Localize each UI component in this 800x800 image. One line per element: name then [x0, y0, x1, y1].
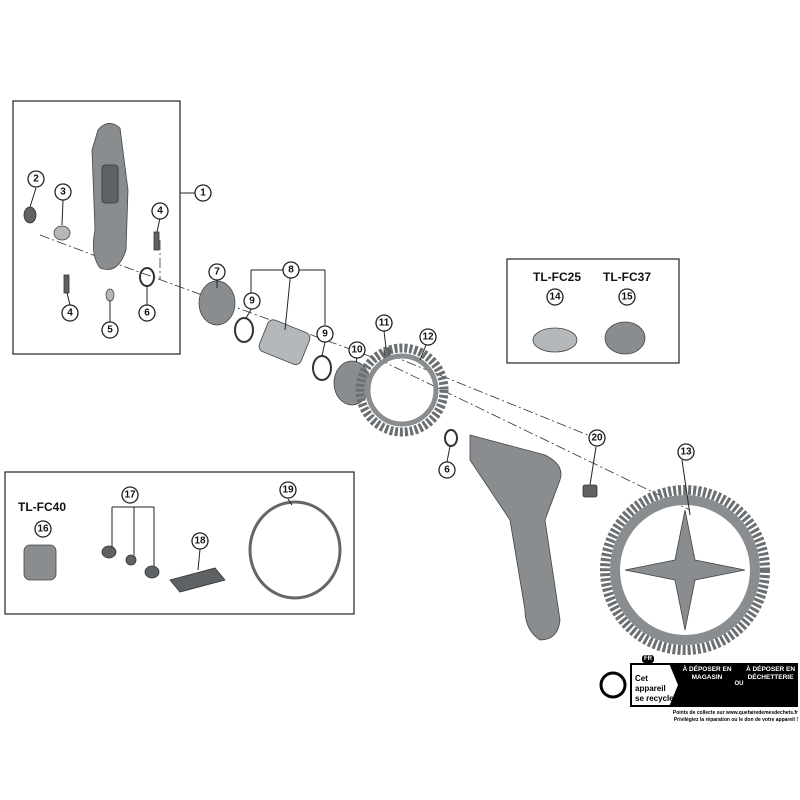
triman-recycle-label: Cet appareil se recycle À DÉPOSER EN MAG…: [600, 655, 798, 729]
callout-16: 16: [34, 520, 52, 538]
callout-6: 6: [138, 304, 156, 322]
inner-chainring-body: [365, 353, 439, 427]
callout-19: 19: [279, 481, 297, 499]
cover-part: [582, 484, 598, 498]
svg-text:6: 6: [144, 308, 150, 319]
svg-text:8: 8: [288, 265, 294, 276]
callout-10: 10: [348, 341, 366, 359]
outer-chainring-body: [610, 495, 760, 645]
tool-fc25-icon: [532, 327, 578, 353]
svg-text:10: 10: [351, 345, 363, 356]
callout-20: 20: [588, 429, 606, 447]
tool-fc40-icon: [23, 544, 57, 581]
plate-part: [169, 567, 226, 593]
safety-plate-part: [105, 288, 115, 302]
svg-text:12: 12: [422, 332, 434, 343]
recycle-footer1: Points de collecte sur www.quefairedemes…: [672, 710, 798, 716]
outer-chainring-spider: [624, 509, 746, 631]
crank-bolt-part-2: [63, 274, 70, 294]
tool-label-tl-fc37: TL-FC37: [603, 270, 651, 284]
svg-text:9: 9: [322, 329, 328, 340]
recycle-or: OU: [734, 681, 744, 687]
callout-13: 13: [677, 443, 695, 461]
svg-text:15: 15: [621, 292, 633, 303]
bb-spacer-left: [234, 317, 254, 343]
inner-chainring: [355, 343, 449, 437]
callout-7: 7: [208, 263, 226, 281]
svg-text:19: 19: [282, 485, 294, 496]
svg-text:20: 20: [591, 433, 603, 444]
outer-chainring: [600, 485, 770, 655]
cap-washer-part: [53, 225, 71, 241]
svg-text:9: 9: [249, 296, 255, 307]
o-ring-part: [139, 267, 155, 287]
callout-15: 15: [618, 288, 636, 306]
crank-cap-part: [23, 206, 37, 224]
svg-text:14: 14: [549, 292, 561, 303]
svg-text:4: 4: [67, 308, 73, 319]
o-ring-right: [444, 429, 458, 447]
bb-inner-sleeve: [258, 319, 311, 365]
tool-label-tl-fc40: TL-FC40: [18, 500, 66, 514]
svg-text:1: 1: [200, 188, 206, 199]
svg-text:11: 11: [379, 318, 390, 329]
bolt-axis-line: [389, 354, 601, 441]
svg-text:3: 3: [60, 187, 66, 198]
callout-12: 12: [419, 328, 437, 346]
recycle-option-dump: À DÉPOSER EN DÉCHETTERIE: [745, 666, 796, 681]
callout-2: 2: [27, 170, 45, 188]
callout-9b: 9: [316, 325, 334, 343]
callout-4b: 4: [61, 304, 79, 322]
recycle-country: FR: [642, 655, 654, 663]
axle-axis-line: [39, 234, 691, 511]
callout-9: 9: [243, 292, 261, 310]
recycle-footer2: Privilégiez la réparation ou le don de v…: [673, 717, 798, 723]
callout-8: 8: [282, 261, 300, 279]
callout-18: 18: [191, 532, 209, 550]
callout-3: 3: [54, 183, 72, 201]
recycle-line1: Cet appareil: [635, 674, 666, 693]
callout-4: 4: [151, 202, 169, 220]
callout-5: 5: [101, 321, 119, 339]
recycle-option-store: À DÉPOSER EN MAGASIN: [682, 666, 732, 681]
triman-icon: [599, 671, 627, 699]
svg-text:5: 5: [107, 325, 113, 336]
charging-cable-icon: [248, 500, 342, 600]
callout-14: 14: [546, 288, 564, 306]
callout-6b: 6: [438, 461, 456, 479]
bb-spacer-right: [312, 355, 332, 381]
svg-text:7: 7: [214, 267, 220, 278]
svg-text:18: 18: [194, 536, 206, 547]
svg-text:4: 4: [157, 206, 163, 217]
cap-part-c: [144, 565, 160, 579]
cap-part-a: [101, 545, 117, 559]
recycle-band: Cet appareil se recycle À DÉPOSER EN MAG…: [630, 663, 798, 707]
left-crank-group-box: [12, 100, 181, 355]
right-crank-arm: [469, 434, 562, 641]
svg-text:16: 16: [37, 524, 49, 535]
tool-fc37-icon: [604, 321, 646, 355]
callout-17: 17: [121, 486, 139, 504]
svg-text:6: 6: [444, 465, 450, 476]
cap-part-b: [125, 554, 137, 566]
svg-text:17: 17: [124, 490, 136, 501]
svg-text:13: 13: [680, 447, 692, 458]
power-meter-unit: [101, 164, 119, 204]
tool-box-fc40: [4, 471, 355, 615]
recycle-main-text: Cet appareil se recycle: [632, 665, 678, 705]
callout-1: 1: [194, 184, 212, 202]
svg-text:2: 2: [33, 174, 39, 185]
recycle-line2: se recycle: [635, 694, 674, 703]
tool-label-tl-fc25: TL-FC25: [533, 270, 581, 284]
tool-box-fc25-fc37: [506, 258, 680, 364]
callout-11: 11: [375, 314, 393, 332]
crank-bolt-part: [153, 231, 160, 251]
